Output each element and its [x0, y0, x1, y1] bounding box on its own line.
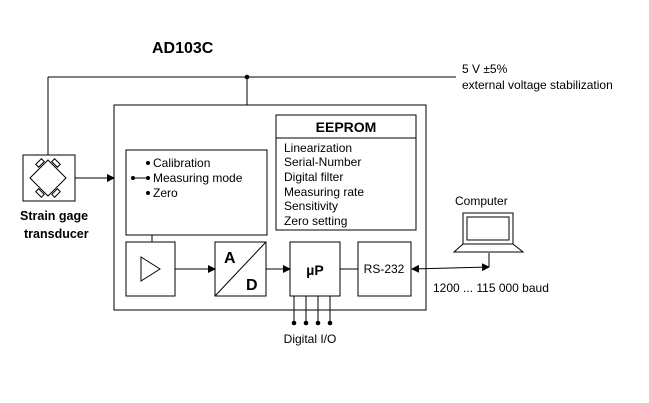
mcu-label: µP: [306, 262, 323, 278]
digital-io-label: Digital I/O: [284, 332, 337, 346]
ad103c-enclosure: [113, 104, 427, 311]
bullet: [146, 161, 150, 165]
baud-rate-label: 1200 ... 115 000 baud: [433, 281, 549, 295]
rs232-label: RS-232: [364, 262, 405, 276]
eeprom-title: EEPROM: [316, 119, 377, 135]
computer-label: Computer: [455, 194, 508, 208]
eeprom-item: Linearization: [284, 141, 352, 155]
eeprom-item: Measuring rate: [284, 185, 364, 199]
eeprom-item: Digital filter: [284, 170, 343, 184]
bridge-icon: [29, 158, 67, 198]
junction-dot: [244, 74, 250, 80]
mode-measuring: Measuring mode: [153, 171, 243, 185]
digital-io-lines: [293, 296, 331, 323]
adc-label-d: D: [246, 277, 258, 294]
laptop-icon: [452, 212, 525, 253]
eeprom-item: Sensitivity: [284, 199, 338, 213]
supply-voltage-label: 5 V ±5%: [462, 62, 508, 76]
bullet: [146, 191, 150, 195]
supply-description-label: external voltage stabilization: [462, 78, 613, 92]
diagram-title: AD103C: [152, 40, 214, 57]
eeprom-item: Serial-Number: [284, 155, 361, 169]
amplifier-block: [125, 241, 176, 297]
digital-io-terminals: [291, 320, 333, 326]
transducer-label-line2: transducer: [24, 227, 89, 241]
strain-gage-transducer: [22, 154, 76, 202]
eeprom-item: Zero setting: [284, 214, 347, 228]
adc-diagonal: [214, 241, 267, 297]
amplifier-triangle-icon: [140, 256, 161, 282]
bullet: [146, 176, 150, 180]
supply-line: [47, 76, 456, 155]
mode-zero: Zero: [153, 186, 178, 200]
transducer-label-line1: Strain gage: [20, 209, 88, 223]
serial-link: [411, 253, 490, 273]
adc-block: [214, 241, 267, 297]
switch-dot: [131, 176, 135, 180]
mode-calibration: Calibration: [153, 156, 210, 170]
adc-label-a: A: [224, 250, 236, 267]
rs232-block: [357, 241, 412, 297]
modes-box: [125, 149, 268, 236]
eeprom-box: [275, 114, 417, 231]
